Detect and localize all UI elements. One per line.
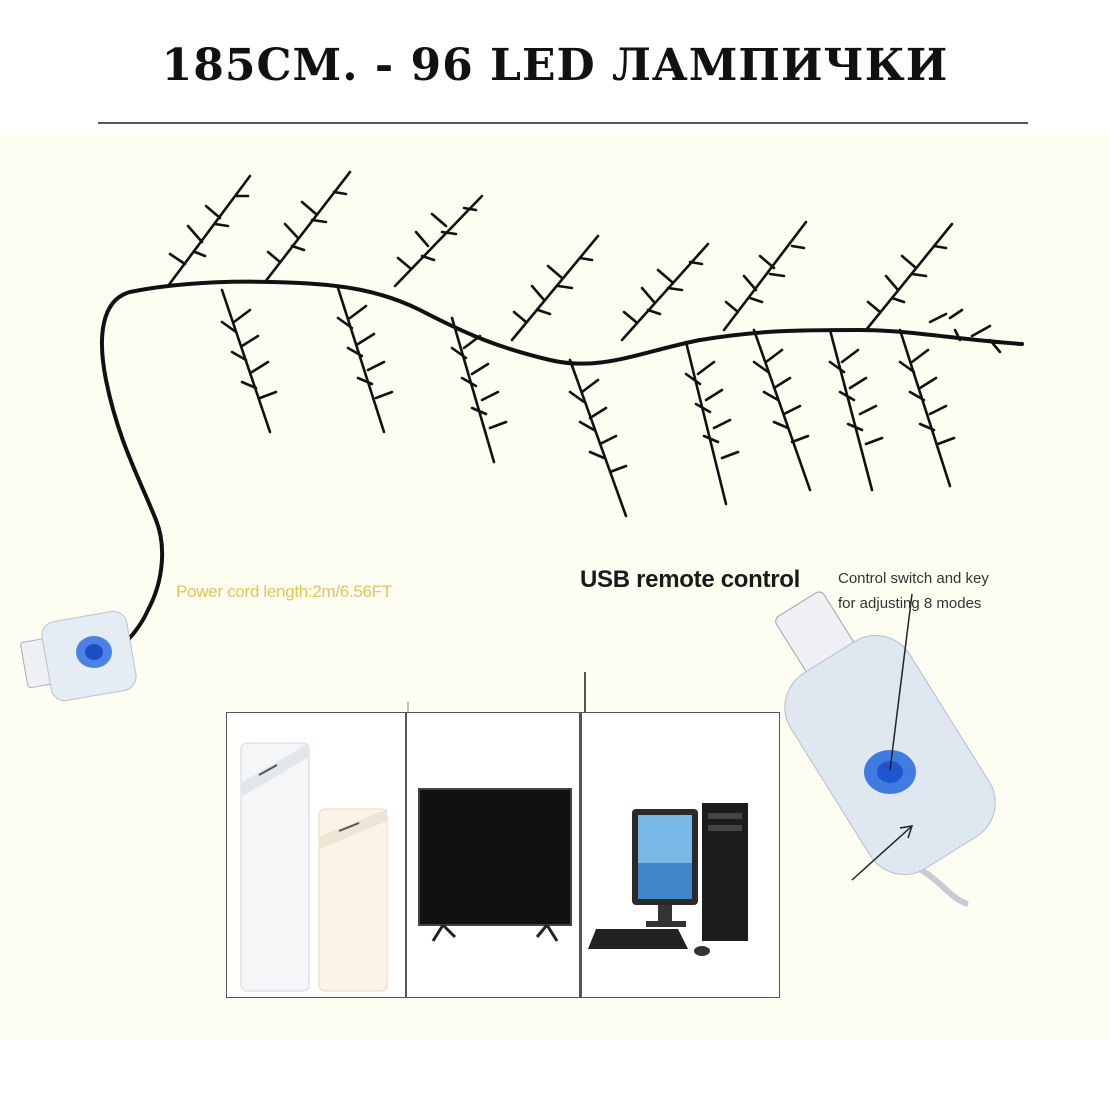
usb-plug-small	[20, 610, 137, 702]
title-divider	[98, 122, 1028, 124]
tv-panel	[406, 712, 580, 998]
power-cord-label: Power cord length:2m/6.56FT	[176, 582, 392, 601]
page-title: 185СМ. - 96 LED ЛАМПИЧКИ	[161, 40, 949, 91]
switch-pointer-arrow	[851, 825, 914, 881]
branches	[166, 170, 1002, 518]
tv-icon	[418, 788, 572, 942]
usb-remote-label: USB remote control	[580, 566, 800, 593]
power-bank-icon	[240, 742, 388, 992]
main-wire	[100, 279, 1024, 648]
usb-remote-controller	[775, 591, 996, 907]
desktop-computer-icon	[588, 803, 748, 956]
power-bank-panel	[226, 712, 406, 998]
switch-pointer-line	[889, 593, 913, 771]
computer-panel	[580, 712, 780, 998]
control-switch-label: Control switch and key for adjusting 8 m…	[838, 570, 989, 612]
